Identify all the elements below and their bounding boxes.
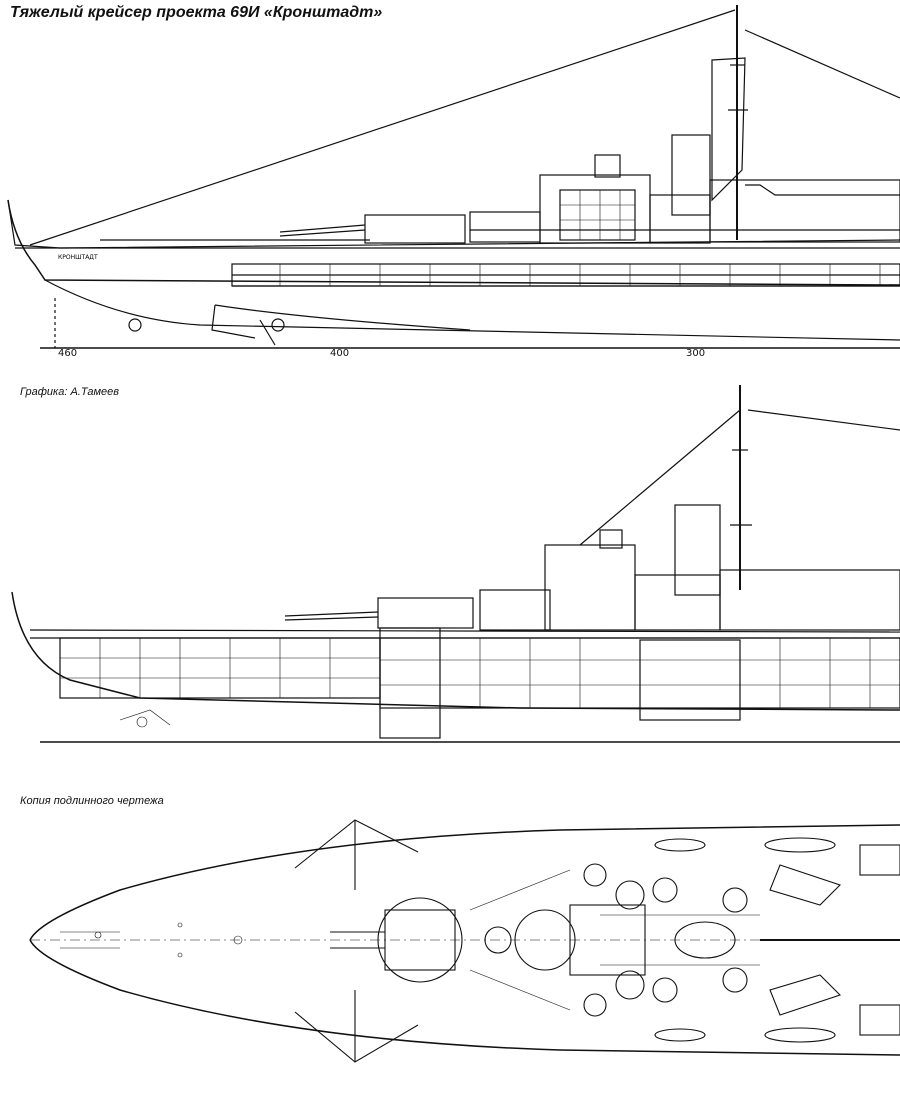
- hull-name-label: КРОНШТАДТ: [58, 254, 98, 261]
- deck-plan-drawing: [29, 819, 900, 1063]
- side-profile-drawing: КРОНШТАДТ: [7, 5, 900, 349]
- scale-mark-460: 460: [58, 348, 78, 359]
- graphics-credit: Графика: А.Тамеев: [20, 386, 119, 398]
- scale-mark-400: 400: [330, 348, 350, 359]
- drawing-title: Тяжелый крейсер проекта 69И «Кронштадт»: [10, 4, 383, 21]
- original-drawing-note: Копия подлинного чертежа: [20, 795, 164, 807]
- scale-mark-300: 300: [686, 348, 706, 359]
- inboard-profile-drawing: [11, 385, 900, 743]
